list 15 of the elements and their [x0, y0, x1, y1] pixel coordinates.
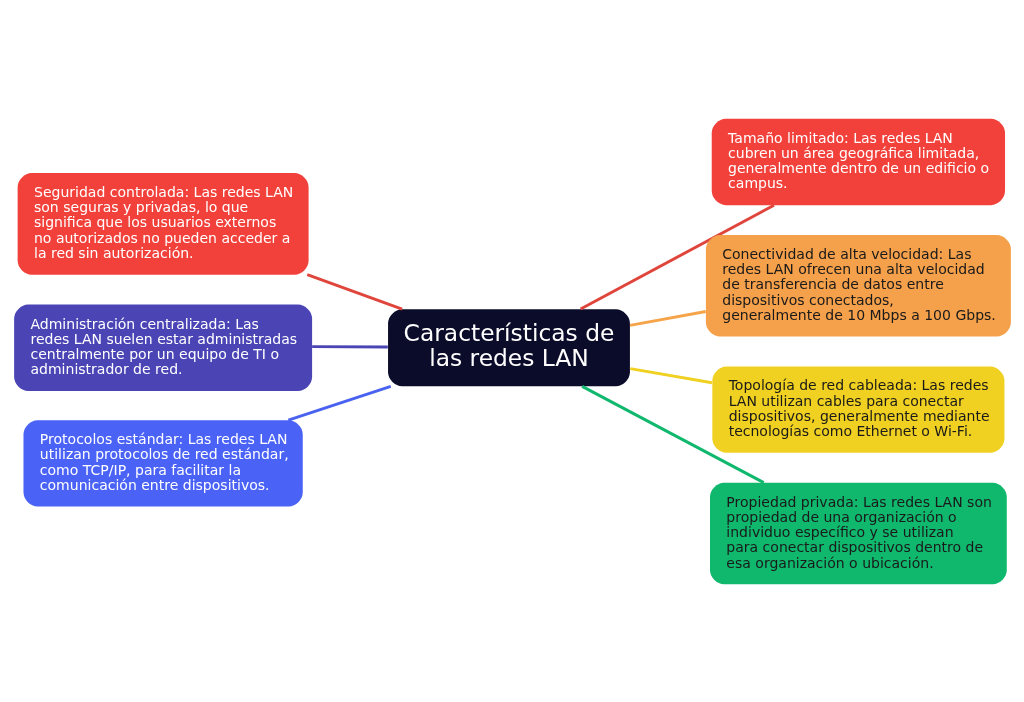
connector — [306, 272, 403, 310]
connector — [629, 366, 712, 384]
node-box: Conectividad de alta velocidad: Las redes LAN ofrecen una alta velocidad de transferencia de datos entre dispositivos conectados, generalmente de 10 Mbps a 100 Gbps. — [705, 234, 1011, 337]
connector — [581, 384, 764, 484]
node-box: Topología de red cableada: Las redes LAN utilizan cables para conectar dispositivos, generalmente mediante tecnologías como Ethernet o Wi-Fi. — [711, 365, 1004, 453]
connector — [579, 203, 775, 310]
node-box: Protocolos estándar: Las redes LAN utilizan protocolos de red estándar, como TCP/IP, para facilitar la comunicación entre dispositivos. — [23, 419, 303, 507]
node-box: Administración centralizada: Las redes LAN suelen estar administradas centralmente por un equipo de TI o administrador de red. — [13, 303, 312, 391]
connector — [311, 344, 388, 348]
node-box: Tamaño limitado: Las redes LAN cubren un área geográfica limitada, generalmente dentro de un edificio o campus. — [711, 118, 1005, 205]
connector — [287, 384, 391, 421]
node-box: Seguridad controlada: Las redes LAN son seguras y privadas, lo que significa que los usuarios externos no autorizados no pueden acceder a la red sin autorización. — [17, 172, 309, 275]
connector — [629, 309, 706, 327]
node-box: Características de las redes LAN — [387, 308, 630, 386]
node-box: Propiedad privada: Las redes LAN son propiedad de una organización o individuo específico y se utilizan para conectar dispositivos dentro de esa organización o ubicación. — [709, 482, 1007, 584]
